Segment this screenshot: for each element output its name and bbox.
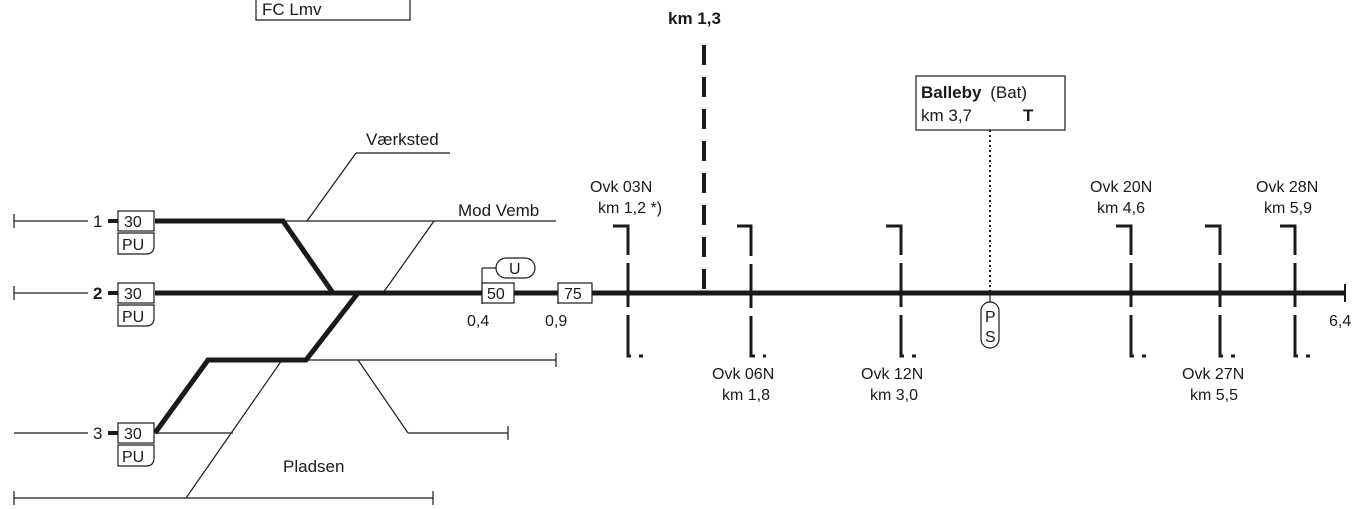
crossing-28n: Ovk 28N km 5,9 [1256, 179, 1318, 358]
crossing-06n-km: km 1,8 [722, 387, 770, 404]
crossing-28n-km: km 5,9 [1264, 200, 1312, 217]
u-sign [495, 257, 536, 279]
crossing-20n-name: Ovk 20N [1090, 179, 1152, 196]
track-3-signs: 30 PU [117, 422, 155, 467]
ps-marker: P S [980, 293, 1000, 349]
ps-marker-p: P [985, 309, 996, 326]
workshop-label: Værksted [366, 130, 439, 149]
crossing-12n-km: km 3,0 [870, 387, 918, 404]
crossing-28n-name: Ovk 28N [1256, 179, 1318, 196]
km-position-6-4: 6,4 [1329, 313, 1351, 330]
u-sign-label: U [509, 261, 521, 278]
track-1-speed: 30 [124, 214, 142, 231]
station-code: (Bat) [990, 83, 1027, 102]
branch-lines [13, 152, 509, 505]
crossing-12n: Ovk 12N km 3,0 [861, 224, 923, 404]
crossing-12n-name: Ovk 12N [861, 366, 923, 383]
crossing-27n: Ovk 27N km 5,5 [1182, 224, 1244, 404]
track-2-signs: 30 PU [117, 282, 155, 327]
track-2-pu: PU [122, 309, 144, 326]
km-position-0-9: 0,9 [545, 313, 567, 330]
yard-label: Pladsen [283, 457, 344, 476]
track-2-speed: 30 [124, 286, 142, 303]
speed-75-label: 75 [564, 286, 582, 303]
station-flag: T [1023, 106, 1034, 125]
speed-50-label: 50 [487, 286, 505, 303]
track-1: 1 [13, 212, 556, 295]
km-position-0-4: 0,4 [467, 313, 489, 330]
fc-box-label: FC Lmv [262, 0, 322, 19]
crossing-27n-name: Ovk 27N [1182, 366, 1244, 383]
crossing-03n-km: km 1,2 *) [598, 200, 662, 217]
crossing-20n-km: km 4,6 [1097, 200, 1145, 217]
svg-text:Balleby (Bat): Balleby (Bat) [921, 83, 1027, 102]
track-1-signs: 30 PU [117, 210, 155, 255]
track-1-number: 1 [93, 212, 102, 231]
crossing-03n: Ovk 03N km 1,2 *) [590, 179, 662, 358]
speed-sign-75: 75 [557, 282, 593, 304]
track-3-number: 3 [93, 424, 102, 443]
fc-box: FC Lmv [255, 0, 411, 21]
crossing-06n-name: Ovk 06N [712, 366, 774, 383]
track-3: 3 [14, 291, 557, 443]
toward-label: Mod Vemb [458, 201, 539, 220]
station-name: Balleby [921, 83, 982, 102]
track-3-pu: PU [122, 449, 144, 466]
crossing-06n: Ovk 06N km 1,8 [712, 224, 774, 404]
crossing-03n-name: Ovk 03N [590, 179, 652, 196]
ps-marker-s: S [985, 329, 996, 346]
speed-sign-50: U 50 [481, 257, 536, 304]
track-3-speed: 30 [124, 426, 142, 443]
station-box: Balleby (Bat) km 3,7 T [915, 75, 1066, 131]
km-marker-label: km 1,3 [668, 9, 721, 28]
track-2-number: 2 [93, 284, 102, 303]
crossing-20n: Ovk 20N km 4,6 [1090, 179, 1152, 358]
track-1-pu: PU [122, 237, 144, 254]
station-km: km 3,7 [921, 106, 972, 125]
crossing-27n-km: km 5,5 [1190, 387, 1238, 404]
track-2: 2 [13, 284, 118, 303]
